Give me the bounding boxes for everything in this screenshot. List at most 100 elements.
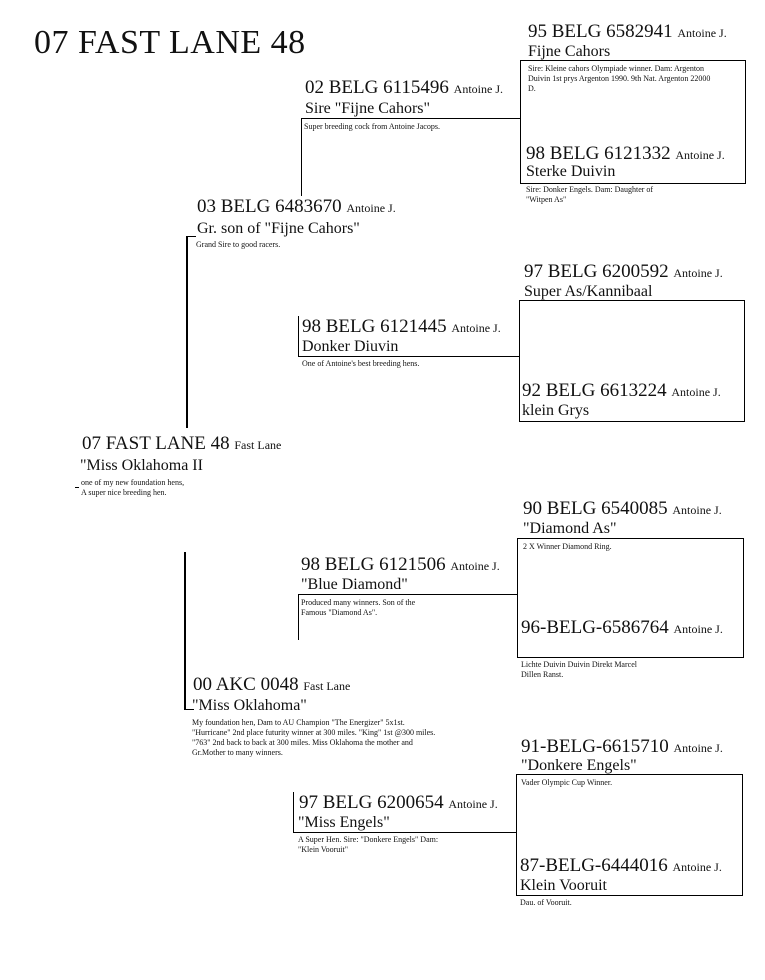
bird-name: "Blue Diamond" xyxy=(301,576,408,593)
owner-text: Antoine J. xyxy=(677,26,727,40)
connector-line xyxy=(184,709,194,710)
bird-name: Gr. son of "Fijne Cahors" xyxy=(197,220,360,237)
bird-note: one of my new foundation hens, xyxy=(81,478,185,487)
connector-line xyxy=(516,895,743,896)
page-title: 07 FAST LANE 48 xyxy=(34,24,306,61)
connector-line xyxy=(301,118,521,119)
bird-name: Sire "Fijne Cahors" xyxy=(305,100,431,117)
ring-number: 03 BELG 6483670 Antoine J. xyxy=(197,197,396,216)
ring-number: 98 BELG 6121332 Antoine J. xyxy=(526,144,725,163)
bird-note: 2 X Winner Diamond Ring. xyxy=(523,542,612,551)
bird-note: A Super Hen. Sire: "Donkere Engels" Dam:… xyxy=(298,835,439,854)
connector-line xyxy=(519,300,745,301)
connector-line xyxy=(75,487,79,488)
ring-text: 97 BELG 6200592 xyxy=(524,261,669,282)
connector-line xyxy=(520,60,746,61)
connector-line xyxy=(186,236,188,428)
owner-text: Antoine J. xyxy=(346,201,396,215)
connector-line xyxy=(519,300,520,422)
connector-line xyxy=(520,60,521,184)
connector-line xyxy=(517,538,518,658)
bird-note: Lichte Duivin Duivin Direkt Marcel Dille… xyxy=(521,660,637,679)
connector-line xyxy=(519,421,745,422)
owner-text: Antoine J. xyxy=(448,797,498,811)
owner-text: Antoine J. xyxy=(453,82,503,96)
ring-number: 00 AKC 0048 Fast Lane xyxy=(193,675,350,694)
ring-text: 98 BELG 6121445 xyxy=(302,316,447,337)
connector-line xyxy=(516,774,743,775)
bird-name: "Donkere Engels" xyxy=(521,757,637,774)
bird-note: Sire: Kleine cahors Olympiade winner. Da… xyxy=(528,64,711,93)
ring-number: 92 BELG 6613224 Antoine J. xyxy=(522,381,721,400)
bird-note: My foundation hen, Dam to AU Champion "T… xyxy=(192,718,436,757)
bird-name: Klein Vooruit xyxy=(520,877,607,894)
bird-note: Super breeding cock from Antoine Jacops. xyxy=(304,122,440,131)
bird-name: Super As/Kannibaal xyxy=(524,283,653,300)
connector-line xyxy=(298,594,518,595)
connector-line xyxy=(743,538,744,658)
connector-line xyxy=(293,832,517,833)
ring-number: 98 BELG 6121445 Antoine J. xyxy=(302,317,501,336)
connector-line xyxy=(744,300,745,422)
owner-text: Fast Lane xyxy=(303,679,351,693)
connector-line xyxy=(742,774,743,896)
owner-text: Antoine J. xyxy=(675,148,725,162)
bird-name: "Diamond As" xyxy=(523,520,617,537)
owner-text: Antoine J. xyxy=(673,622,723,636)
connector-line xyxy=(293,792,294,832)
ring-number: 07 FAST LANE 48 Fast Lane xyxy=(82,434,281,453)
ring-number: 97 BELG 6200592 Antoine J. xyxy=(524,262,723,281)
ring-text: 95 BELG 6582941 xyxy=(528,21,673,42)
ring-text: 91-BELG-6615710 xyxy=(521,736,669,757)
owner-text: Antoine J. xyxy=(671,385,721,399)
owner-text: Antoine J. xyxy=(450,559,500,573)
ring-number: 91-BELG-6615710 Antoine J. xyxy=(521,737,723,756)
bird-note: Produced many winners. Son of the Famous… xyxy=(301,598,416,617)
bird-note: Vader Olympic Cup Winner. xyxy=(521,778,613,787)
ring-text: 03 BELG 6483670 xyxy=(197,196,342,217)
connector-line xyxy=(184,552,186,710)
ring-number: 97 BELG 6200654 Antoine J. xyxy=(299,793,498,812)
ring-number: 87-BELG-6444016 Antoine J. xyxy=(520,856,722,875)
bird-name: Fijne Cahors xyxy=(528,43,611,60)
bird-note: Grand Sire to good racers. xyxy=(196,240,281,249)
bird-note: A super nice breeding hen. xyxy=(81,488,167,497)
connector-line xyxy=(517,657,744,658)
connector-line xyxy=(298,594,299,640)
bird-name: "Miss Oklahoma II xyxy=(80,457,203,474)
ring-number: 95 BELG 6582941 Antoine J. xyxy=(528,22,727,41)
ring-text: 90 BELG 6540085 xyxy=(523,498,668,519)
ring-text: 92 BELG 6613224 xyxy=(522,380,667,401)
bird-name: "Miss Engels" xyxy=(298,814,390,831)
bird-name: Sterke Duivin xyxy=(526,163,616,180)
bird-name: klein Grys xyxy=(522,402,590,419)
connector-line xyxy=(298,316,299,356)
ring-number: 90 BELG 6540085 Antoine J. xyxy=(523,499,722,518)
owner-text: Antoine J. xyxy=(672,503,722,517)
ring-text: 98 BELG 6121332 xyxy=(526,143,671,164)
connector-line xyxy=(517,538,744,539)
connector-line xyxy=(186,236,196,237)
ring-text: 98 BELG 6121506 xyxy=(301,554,446,575)
connector-line xyxy=(301,118,302,196)
owner-text: Antoine J. xyxy=(451,321,501,335)
connector-line xyxy=(745,60,746,184)
bird-note: Dau. of Vooruit. xyxy=(520,898,572,907)
owner-text: Fast Lane xyxy=(234,438,282,452)
owner-text: Antoine J. xyxy=(673,741,723,755)
ring-text: 00 AKC 0048 xyxy=(193,674,299,695)
ring-text: 96-BELG-6586764 xyxy=(521,617,669,638)
owner-text: Antoine J. xyxy=(672,860,722,874)
connector-line xyxy=(516,774,517,896)
bird-note: One of Antoine's best breeding hens. xyxy=(302,359,420,368)
bird-name: "Miss Oklahoma" xyxy=(192,697,307,714)
connector-line xyxy=(298,356,520,357)
owner-text: Antoine J. xyxy=(673,266,723,280)
ring-text: 87-BELG-6444016 xyxy=(520,855,668,876)
bird-name: Donker Diuvin xyxy=(302,338,399,355)
ring-number: 96-BELG-6586764 Antoine J. xyxy=(521,618,723,637)
ring-text: 07 FAST LANE 48 xyxy=(82,433,230,454)
ring-number: 02 BELG 6115496 Antoine J. xyxy=(305,78,503,97)
ring-number: 98 BELG 6121506 Antoine J. xyxy=(301,555,500,574)
bird-note: Sire: Donker Engels. Dam: Daughter of "W… xyxy=(526,185,654,204)
